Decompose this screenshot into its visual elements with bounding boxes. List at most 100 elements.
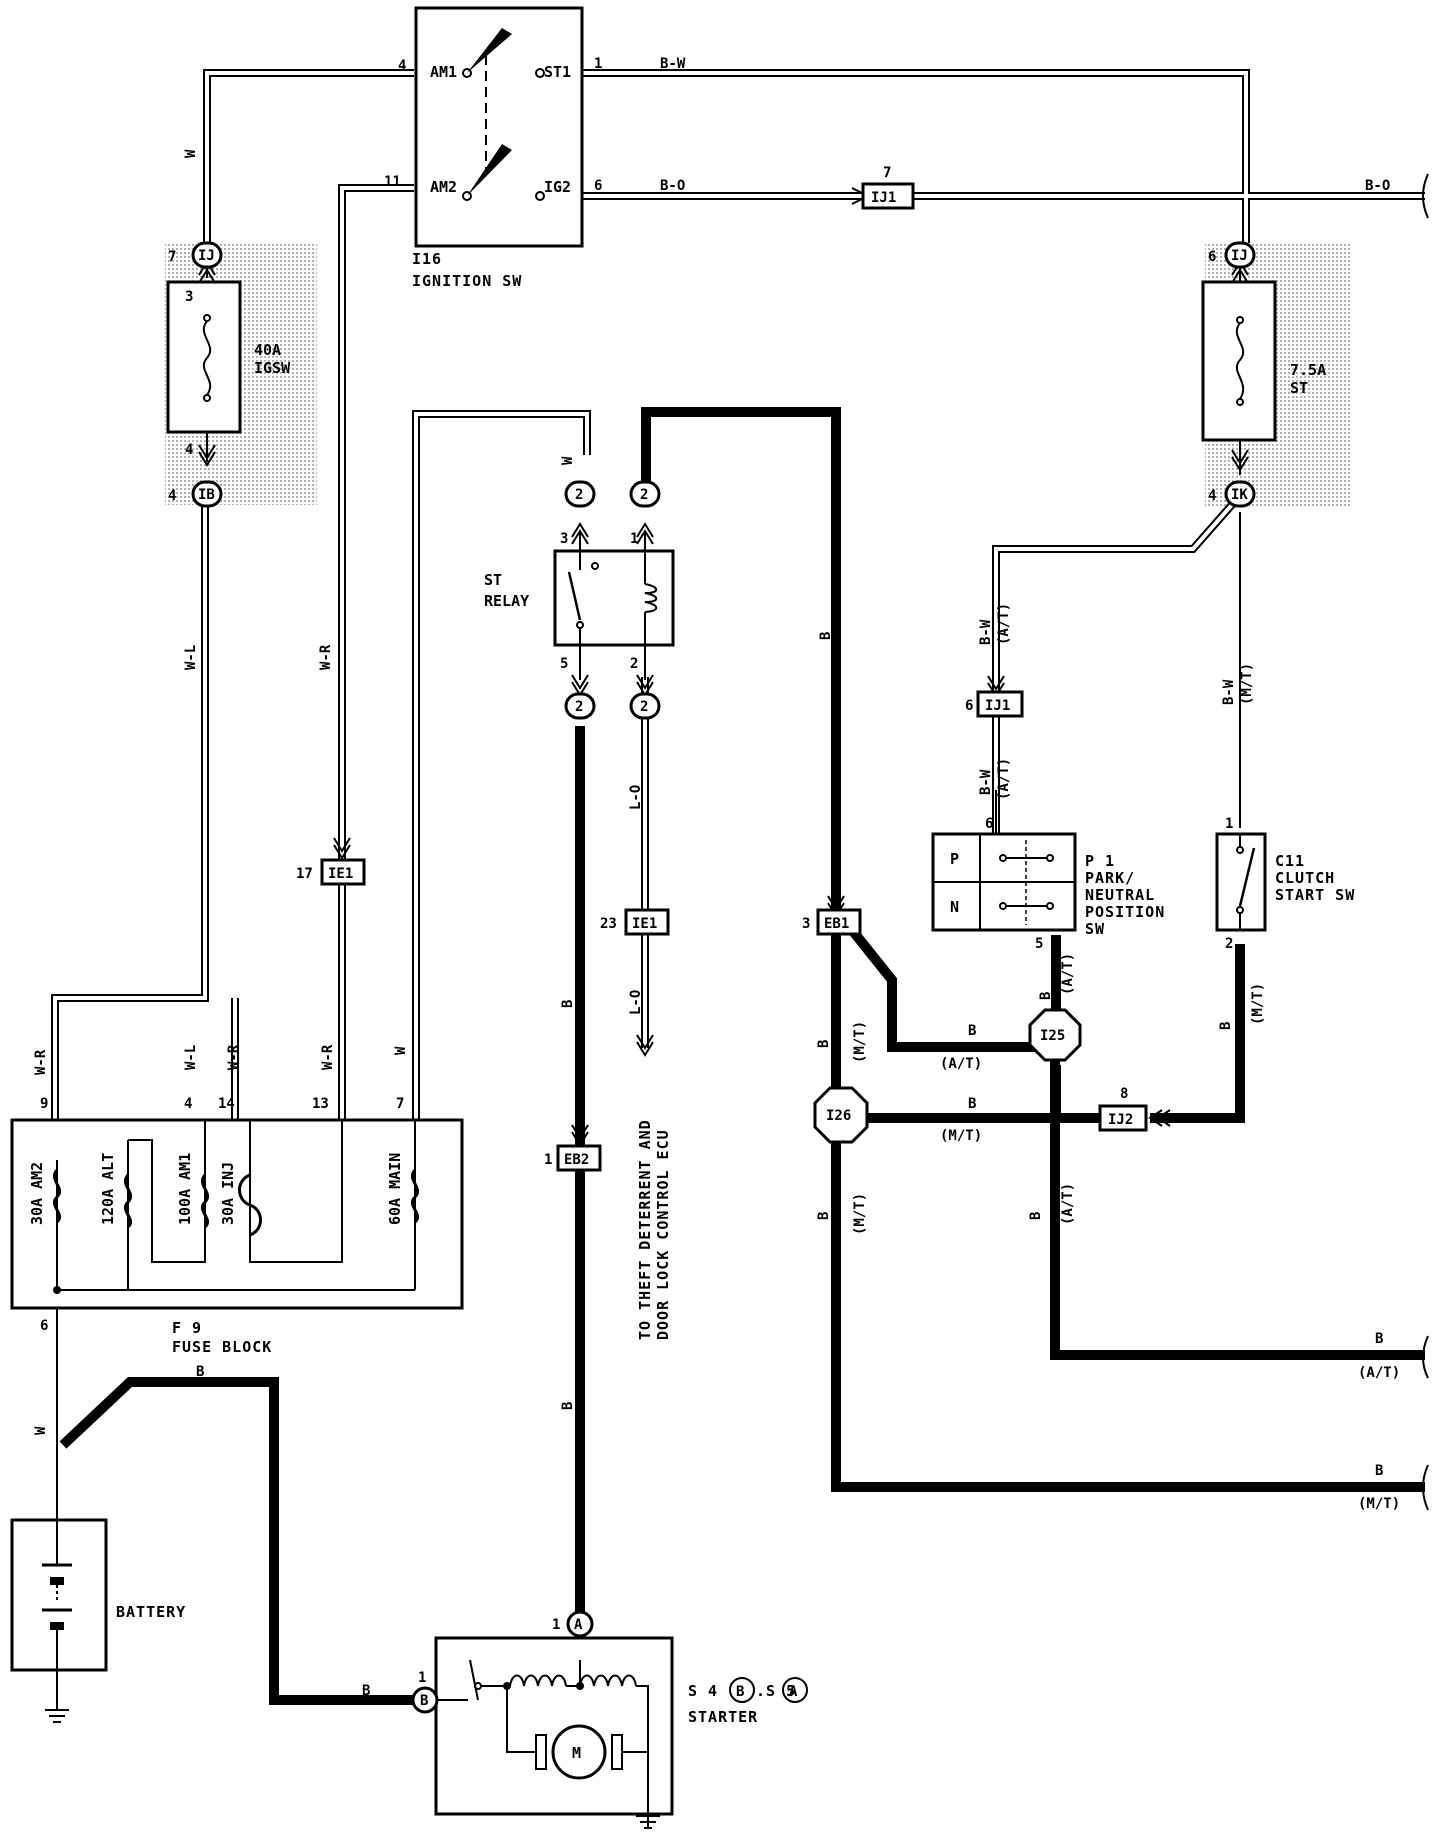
pn-name1: PARK/ bbox=[1085, 869, 1135, 887]
pin-starter-1a: 1 bbox=[552, 1617, 560, 1633]
wc-bw-clutch: B-W bbox=[1221, 679, 1237, 705]
pin-relay-1: 1 bbox=[630, 531, 638, 547]
wc-b-i25-top: B bbox=[1038, 992, 1054, 1000]
pin-ign-1: 1 bbox=[594, 56, 602, 72]
battery-label: BATTERY bbox=[116, 1603, 186, 1621]
starter bbox=[434, 1636, 674, 1828]
ecu-note-2: DOOR LOCK CONTROL ECU bbox=[654, 1129, 672, 1340]
pin-relay-2: 2 bbox=[630, 656, 638, 672]
conn-ij-left: IJ bbox=[198, 248, 215, 264]
pn-n-label: N bbox=[950, 898, 959, 916]
pin-ign-4: 4 bbox=[398, 58, 406, 74]
battery bbox=[10, 1518, 108, 1710]
wc-w-relay: W bbox=[560, 456, 576, 465]
thick-wires bbox=[59, 407, 1425, 1705]
wc-mt-mid: (M/T) bbox=[940, 1128, 982, 1144]
fuse-st-name: ST bbox=[1290, 379, 1308, 397]
wc-mt-right: (M/T) bbox=[1358, 1496, 1400, 1512]
wc-b-mt-right: B bbox=[1375, 1463, 1383, 1479]
ign-name: IGNITION SW bbox=[412, 272, 522, 290]
wc-bw-top: B-W bbox=[660, 56, 686, 72]
arrows bbox=[198, 187, 1249, 1147]
pin-eb2-1: 1 bbox=[544, 1152, 552, 1168]
wc-b-starter: B bbox=[362, 1683, 370, 1699]
wc-at-mid: (A/T) bbox=[940, 1056, 982, 1072]
conn-ib: IB bbox=[198, 487, 215, 503]
wc-b-top: B bbox=[818, 632, 834, 640]
wc-b-at-mid: B bbox=[968, 1023, 976, 1039]
double-wires-inner bbox=[53, 71, 1425, 1120]
pn-ref: P 1 bbox=[1085, 852, 1115, 870]
wc-mt-clutch-low: (M/T) bbox=[1250, 983, 1266, 1025]
wc-at-pn2: (A/T) bbox=[996, 758, 1012, 800]
conn-i26: I26 bbox=[826, 1108, 851, 1124]
fuse-block-name: FUSE BLOCK bbox=[172, 1338, 272, 1356]
starter-ref-s5: .S 5 bbox=[756, 1682, 796, 1700]
conn-2-b: 2 bbox=[640, 487, 648, 503]
pin-fb-4: 4 bbox=[184, 1096, 192, 1112]
pin-ij2-8: 8 bbox=[1120, 1086, 1128, 1102]
starter-ref-a-letter: A bbox=[789, 1684, 798, 1700]
starter-ref-a-circle bbox=[782, 1677, 808, 1703]
wc-at-right: (A/T) bbox=[1358, 1365, 1400, 1381]
pin-ik-4: 4 bbox=[1208, 488, 1216, 504]
wc-b-i25-down: B bbox=[1028, 1212, 1044, 1220]
wc-wr-fb14: W-R bbox=[226, 1044, 242, 1070]
pin-pn-6: 6 bbox=[985, 816, 993, 832]
wc-bo-right: B-O bbox=[1365, 178, 1390, 194]
pin-fuse-3: 3 bbox=[185, 289, 193, 305]
wc-wr-mid: W-R bbox=[318, 644, 334, 670]
double-wires-outer bbox=[51, 69, 1425, 1120]
pin-clutch-2: 2 bbox=[1225, 936, 1233, 952]
wc-at-i25-down: (A/T) bbox=[1060, 1183, 1076, 1225]
conn-ij-right: IJ bbox=[1231, 248, 1248, 264]
pin-fuse-4: 4 bbox=[185, 442, 193, 458]
conn-ie1-left: IE1 bbox=[328, 866, 353, 882]
fuse-main-label: 60A MAIN bbox=[386, 1153, 404, 1225]
pin-fb-13: 13 bbox=[312, 1096, 329, 1112]
rect-connectors bbox=[320, 182, 1148, 1172]
pin-clutch-1: 1 bbox=[1225, 816, 1233, 832]
pin-ij1-6: 6 bbox=[965, 698, 973, 714]
fuse-igsw-name: IGSW bbox=[254, 359, 291, 377]
pin-fb-9: 9 bbox=[40, 1096, 48, 1112]
fuse-st bbox=[1201, 280, 1277, 442]
pin-ij-6: 6 bbox=[1208, 249, 1216, 265]
pin-fb-7: 7 bbox=[396, 1096, 404, 1112]
wc-mt-clutch: (M/T) bbox=[1239, 663, 1255, 705]
fuse-inj-label: 30A INJ bbox=[219, 1162, 237, 1225]
wc-b-at-right: B bbox=[1375, 1331, 1383, 1347]
wc-wr-fb9: W-R bbox=[33, 1049, 49, 1075]
wc-bw-pn1: B-W bbox=[978, 619, 994, 645]
ign-am1-label: AM1 bbox=[430, 63, 457, 81]
pin-fb-6: 6 bbox=[40, 1318, 48, 1334]
pin-starter-1b: 1 bbox=[418, 1670, 426, 1686]
conn-eb1: EB1 bbox=[824, 916, 849, 932]
clutch-start-switch bbox=[1215, 832, 1267, 932]
wc-wl-fb4: W-L bbox=[183, 1045, 199, 1070]
conn-ij1-pn: IJ1 bbox=[985, 698, 1010, 714]
fuse-block bbox=[10, 1118, 464, 1310]
pin-fb-14: 14 bbox=[218, 1096, 235, 1112]
fuse-alt-label: 120A ALT bbox=[99, 1153, 117, 1225]
wc-w-fb7: W bbox=[393, 1046, 409, 1055]
pin-ie1-23: 23 bbox=[600, 916, 617, 932]
wc-lo-top: L-O bbox=[628, 785, 644, 810]
wc-b-eb2-bottom: B bbox=[560, 1402, 576, 1410]
wc-b-eb2-top: B bbox=[560, 1000, 576, 1008]
st-relay-name1: ST bbox=[484, 571, 502, 589]
thin-wires bbox=[56, 260, 1241, 1520]
pin-eb1-3: 3 bbox=[802, 916, 810, 932]
fuse-am1-label: 100A AM1 bbox=[176, 1153, 194, 1225]
fuse-igsw bbox=[166, 280, 242, 434]
conn-i25: I25 bbox=[1040, 1028, 1065, 1044]
fuse-igsw-rating: 40A bbox=[254, 341, 281, 359]
park-neutral-switch bbox=[931, 832, 1077, 932]
wc-b-i26-down: B bbox=[816, 1212, 832, 1220]
round-connectors bbox=[191, 241, 1256, 1714]
conn-ik: IK bbox=[1231, 487, 1248, 503]
starter-name: STARTER bbox=[688, 1708, 758, 1726]
fuse-am2-label: 30A AM2 bbox=[28, 1162, 46, 1225]
starter-ref-b-circle bbox=[729, 1677, 755, 1703]
